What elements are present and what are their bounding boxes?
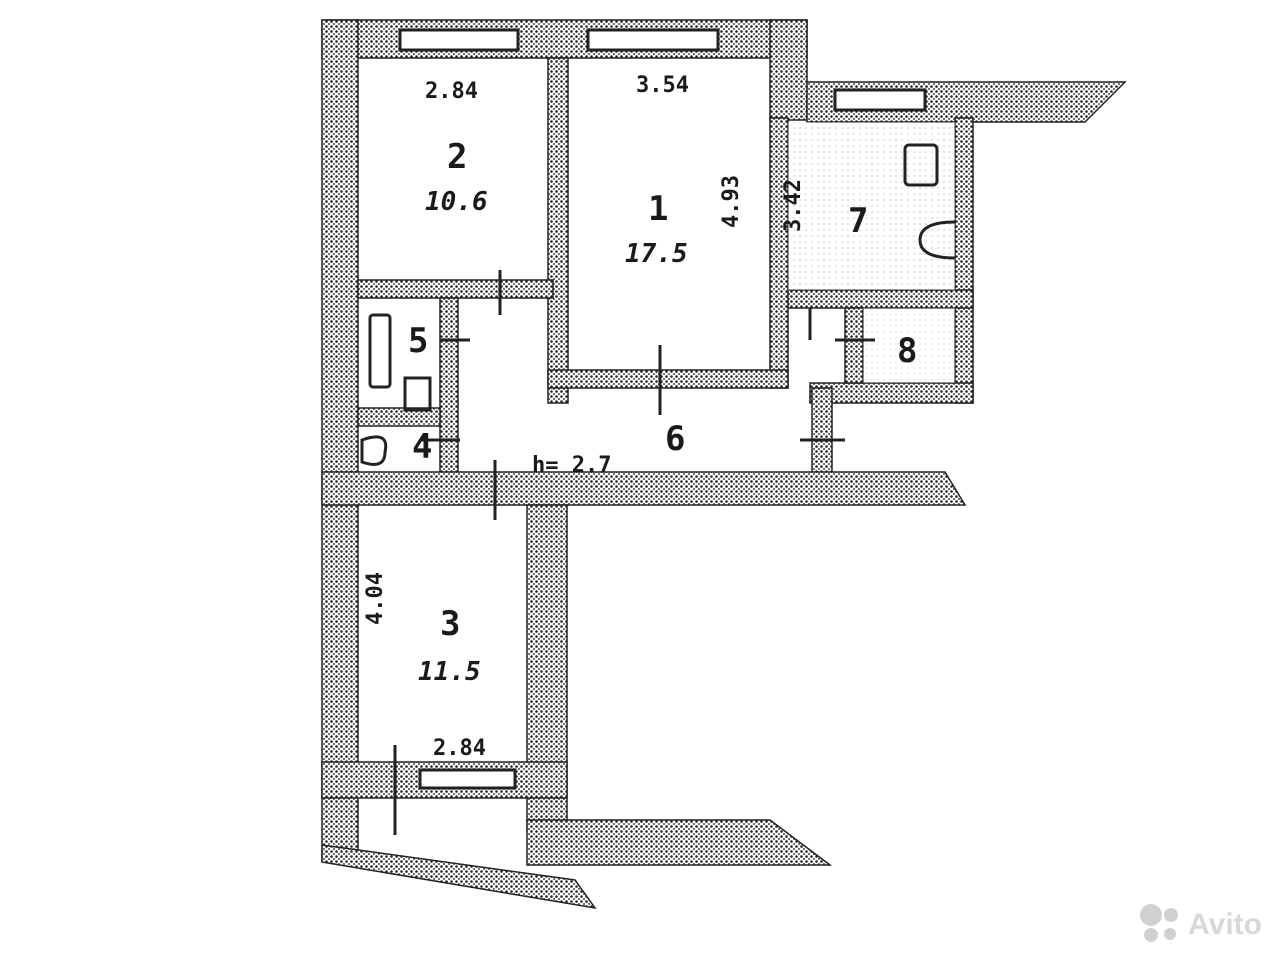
room-7-depth: 3.42: [781, 179, 806, 232]
windows: [398, 28, 927, 790]
room-4-number: 4: [412, 427, 432, 467]
avito-logo-icon: [1140, 904, 1182, 946]
watermark-text: Avito: [1188, 908, 1262, 941]
room-floors: [788, 122, 955, 383]
toilet-icon: [360, 435, 388, 466]
room-1-number: 1: [648, 189, 668, 229]
room-2-area: 10.6: [425, 187, 488, 217]
room-1-width: 3.54: [636, 73, 689, 98]
room-6-number: 6: [665, 419, 685, 459]
room-2-width: 2.84: [425, 79, 478, 104]
room-1-area: 17.5: [625, 239, 688, 269]
dimension-labels: 2.84 3.54 4.93 3.42 4.04 2.84 h= 2.7: [363, 73, 806, 761]
kitchen-sink-icon: [918, 220, 956, 260]
room-7-number: 7: [848, 201, 868, 241]
sink-icon: [403, 376, 432, 412]
room-8-number: 8: [897, 331, 917, 371]
bathtub-icon: [368, 313, 392, 389]
door-marks: [393, 270, 875, 835]
room-3-area: 11.5: [418, 657, 481, 687]
room-2-number: 2: [447, 137, 467, 177]
room-3-width: 2.84: [433, 736, 486, 761]
room-8-floor: [863, 308, 955, 383]
room-3-number: 3: [440, 604, 460, 644]
avito-watermark: Avito: [1140, 904, 1262, 946]
stove-icon: [903, 143, 939, 187]
ceiling-height: h= 2.7: [532, 453, 611, 478]
room-labels: 1 17.5 2 10.6 3 11.5 4 5 6 7 8: [408, 137, 917, 687]
room-5-number: 5: [408, 321, 428, 361]
room-1-depth: 4.93: [719, 175, 744, 228]
fixtures: [360, 143, 956, 466]
room-3-depth: 4.04: [363, 572, 388, 625]
room-7-floor: [788, 122, 955, 290]
